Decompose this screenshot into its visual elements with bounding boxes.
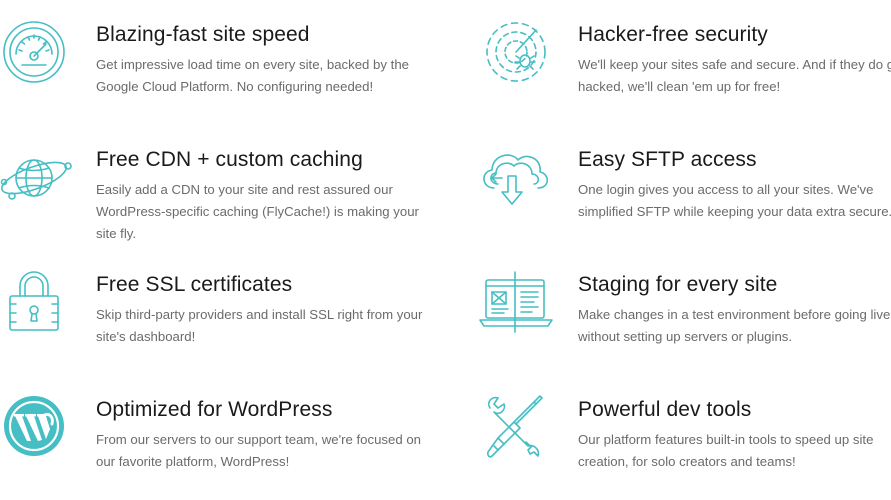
feature-description: One login gives you access to all your s… bbox=[578, 182, 891, 219]
feature-title: Staging for every site bbox=[578, 273, 778, 296]
feature-staging: Staging for every site Make changes in a… bbox=[578, 272, 891, 348]
laptop-staging-icon bbox=[478, 270, 554, 333]
feature-ssl: Free SSL certificates Skip third-party p… bbox=[96, 272, 426, 348]
feature-cdn-caching: Free CDN + custom caching Easily add a C… bbox=[96, 147, 426, 245]
speedometer-icon bbox=[2, 20, 66, 84]
feature-site-speed: Blazing-fast site speed Get impressive l… bbox=[96, 22, 426, 98]
feature-title: Free SSL certificates bbox=[96, 273, 293, 296]
feature-wordpress: Optimized for WordPress From our servers… bbox=[96, 397, 426, 473]
feature-title: Blazing-fast site speed bbox=[96, 23, 310, 46]
feature-description: Get impressive load time on every site, … bbox=[96, 57, 409, 94]
wrench-screwdriver-icon bbox=[482, 394, 548, 460]
cloud-transfer-icon bbox=[478, 144, 552, 210]
feature-title: Easy SFTP access bbox=[578, 148, 757, 171]
feature-description: Easily add a CDN to your site and rest a… bbox=[96, 182, 419, 241]
feature-title: Free CDN + custom caching bbox=[96, 148, 363, 171]
feature-description: Make changes in a test environment befor… bbox=[578, 307, 891, 344]
feature-dev-tools: Powerful dev tools Our platform features… bbox=[578, 397, 891, 473]
globe-network-icon bbox=[0, 146, 76, 210]
wordpress-logo-icon bbox=[2, 394, 66, 458]
padlock-icon bbox=[6, 268, 62, 334]
feature-description: From our servers to our support team, we… bbox=[96, 432, 422, 469]
feature-security: Hacker-free security We'll keep your sit… bbox=[578, 22, 891, 98]
feature-description: Skip third-party providers and install S… bbox=[96, 307, 423, 344]
feature-title: Hacker-free security bbox=[578, 23, 768, 46]
feature-title: Powerful dev tools bbox=[578, 398, 752, 421]
feature-sftp: Easy SFTP access One login gives you acc… bbox=[578, 147, 891, 223]
feature-title: Optimized for WordPress bbox=[96, 398, 333, 421]
feature-description: Our platform features built-in tools to … bbox=[578, 432, 874, 469]
radar-bug-icon bbox=[484, 20, 548, 84]
feature-description: We'll keep your sites safe and secure. A… bbox=[578, 57, 891, 94]
